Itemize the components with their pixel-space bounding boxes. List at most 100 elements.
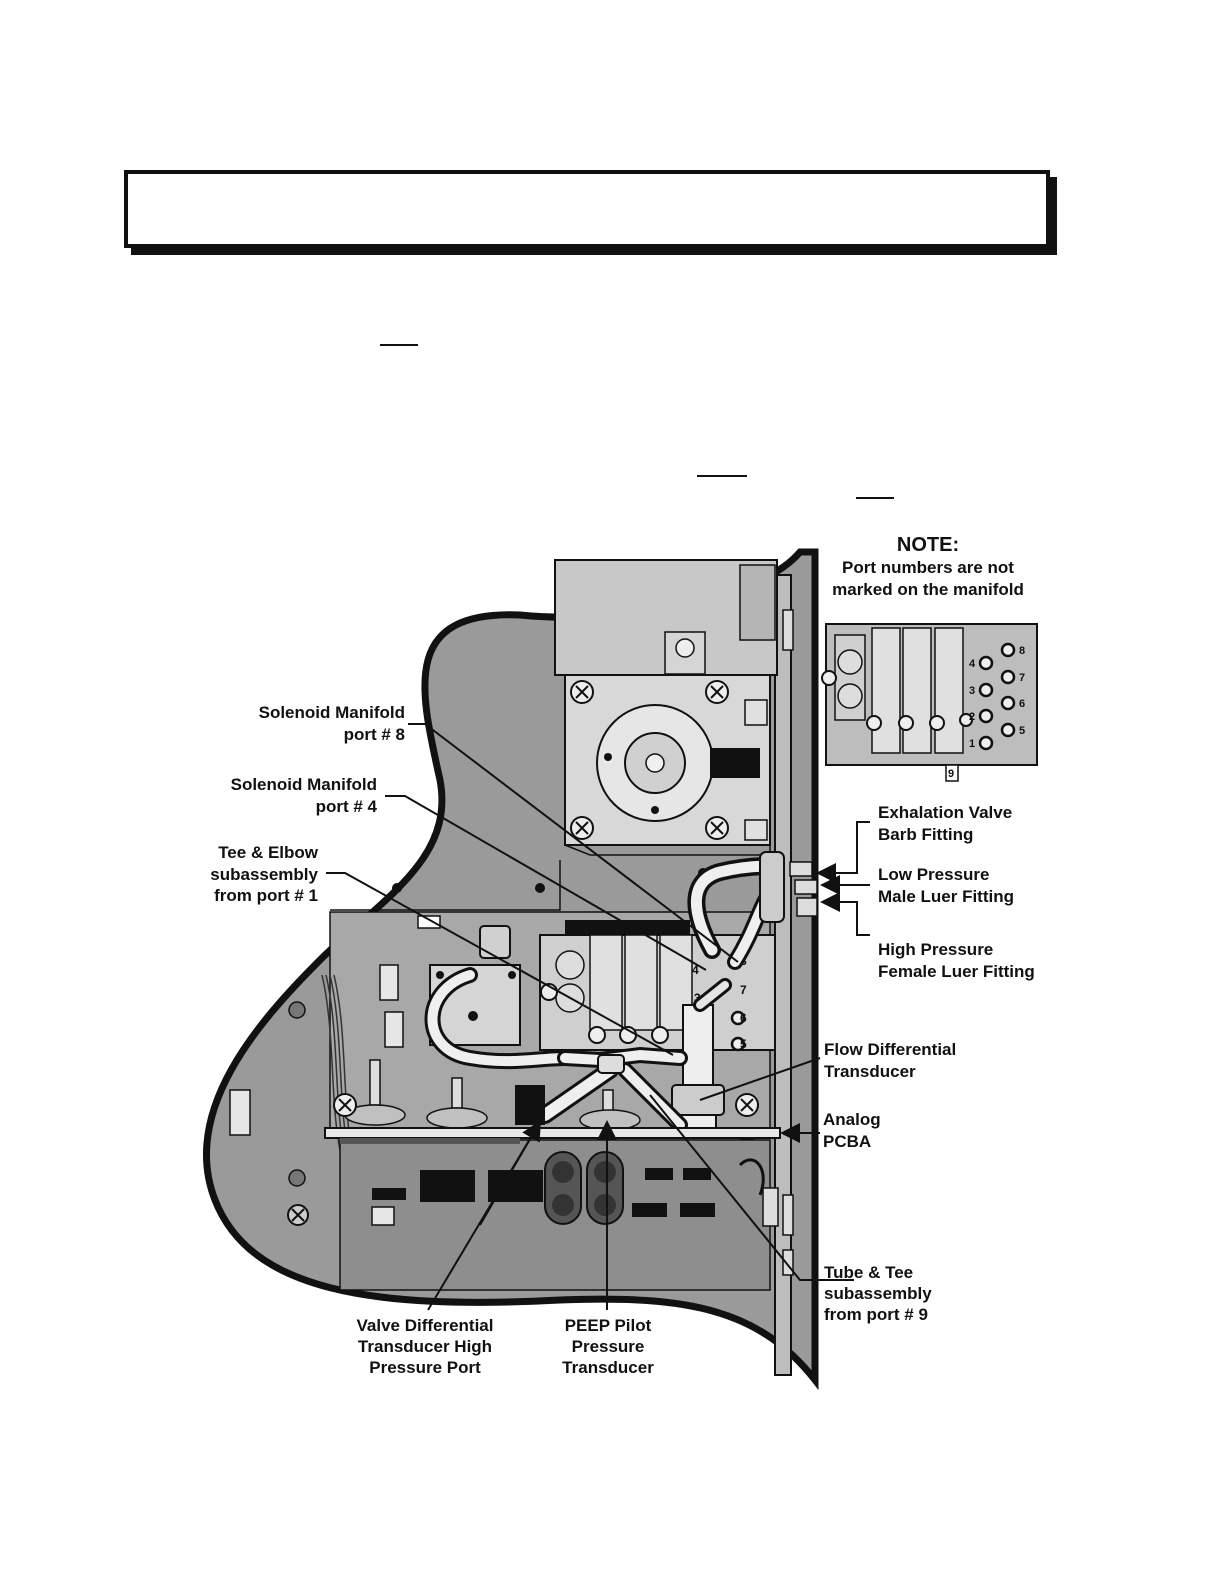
- mount-hole: [436, 971, 444, 979]
- standoff: [369, 1059, 381, 1106]
- label-high-pressure-line1: High Pressure: [878, 940, 993, 959]
- label-valve-diff-line1: Valve Differential: [356, 1316, 493, 1335]
- label-tee-elbow-line3: from port # 1: [214, 886, 318, 905]
- solenoid-coil: [624, 934, 658, 1031]
- screw-icon: [287, 1204, 309, 1226]
- mount-hole: [392, 883, 402, 893]
- relay-contact: [594, 1194, 616, 1216]
- relay-contact: [594, 1161, 616, 1183]
- inset-port-6: 6: [1019, 698, 1025, 710]
- chassis-bracket: [782, 609, 794, 651]
- label-flow-diff-line2: Transducer: [824, 1062, 916, 1081]
- underline-mark: [856, 497, 894, 499]
- label-solenoid-port8-line2: port # 8: [344, 725, 405, 744]
- ic-chip: [420, 1170, 475, 1202]
- luer-fitting: [794, 879, 818, 895]
- wall-fitting: [759, 851, 785, 923]
- label-analog-pcba-line1: Analog: [823, 1110, 881, 1129]
- flow-transducer-column: [682, 1004, 714, 1086]
- analog-pcba: [324, 1127, 781, 1139]
- label-tube-tee-line1: Tube & Tee: [824, 1263, 913, 1282]
- main-port-3: 3: [694, 991, 701, 1005]
- chassis-bracket: [782, 1194, 794, 1236]
- arrow-valve-differential: [479, 1120, 542, 1226]
- inset-port-3: 3: [969, 685, 975, 697]
- blower-black-block: [710, 748, 760, 778]
- blower-side-tab: [744, 819, 768, 841]
- label-low-pressure-line2: Male Luer Fitting: [878, 887, 1014, 906]
- inset-port-7: 7: [1019, 672, 1025, 684]
- manifold-port: [588, 1026, 606, 1044]
- solenoid-knob: [555, 950, 585, 980]
- relay-contact: [552, 1161, 574, 1183]
- main-port-6: 6: [740, 1011, 747, 1025]
- manifold-port: [730, 1010, 746, 1026]
- blower-dot: [604, 753, 612, 761]
- inset-port-8: 8: [1019, 645, 1025, 657]
- label-solenoid-port8-line1: Solenoid Manifold: [259, 703, 405, 722]
- screw-icon: [570, 680, 594, 704]
- label-peep-line1: PEEP Pilot: [565, 1316, 652, 1335]
- label-peep-line2: Pressure: [572, 1337, 645, 1356]
- label-solenoid-port4-line1: Solenoid Manifold: [231, 775, 377, 794]
- screw-icon: [333, 1093, 357, 1117]
- label-tube-tee-line2: subassembly: [824, 1284, 932, 1303]
- manifold-port: [730, 1036, 746, 1052]
- connector-strip: [340, 1138, 520, 1144]
- label-solenoid-port4-line2: port # 4: [316, 797, 378, 816]
- connector: [384, 1011, 404, 1048]
- inset-port-2: 2: [969, 711, 975, 723]
- ic-chip: [645, 1168, 673, 1180]
- relay-contact: [552, 1194, 574, 1216]
- label-tube-tee-line3: from port # 9: [824, 1305, 928, 1324]
- underline-mark: [697, 475, 747, 477]
- inset-port-4: 4: [969, 658, 976, 670]
- solenoid-manifold-top: [565, 920, 690, 935]
- ic-chip: [632, 1203, 667, 1217]
- screw-icon: [705, 816, 729, 840]
- bracket-tab: [762, 1187, 779, 1227]
- solenoid-coil: [589, 934, 623, 1031]
- transducer-base: [426, 1107, 488, 1129]
- manifold-port: [651, 1026, 669, 1044]
- capacitor: [479, 925, 511, 959]
- ic-chip: [372, 1188, 406, 1200]
- connector: [417, 915, 441, 929]
- label-valve-diff-line3: Pressure Port: [369, 1358, 481, 1377]
- label-low-pressure-line1: Low Pressure: [878, 865, 990, 884]
- chassis-bracket: [782, 1249, 794, 1276]
- connector: [379, 964, 399, 1001]
- screw-icon: [735, 1093, 759, 1117]
- cable: [738, 1158, 765, 1196]
- barb-fitting: [789, 861, 813, 877]
- luer-fitting: [796, 897, 818, 917]
- blower-dot: [651, 806, 659, 814]
- blower-plate-edge: [564, 844, 771, 856]
- blower-hub: [645, 753, 665, 773]
- elbow-fitting: [696, 981, 729, 1009]
- title-box: [124, 170, 1050, 248]
- tube-loop: [427, 970, 570, 1067]
- underline-mark: [380, 344, 418, 346]
- note-line-1: Port numbers are not: [842, 558, 1014, 577]
- note-line-2: marked on the manifold: [832, 580, 1024, 599]
- upper-bracket-tab: [739, 564, 776, 641]
- label-peep-line3: Transducer: [562, 1358, 654, 1377]
- label-tee-elbow-line1: Tee & Elbow: [218, 843, 319, 862]
- label-tee-elbow-line2: subassembly: [210, 865, 318, 884]
- ic-chip: [680, 1203, 715, 1217]
- label-exhalation-line1: Exhalation Valve: [878, 803, 1012, 822]
- main-port-5: 5: [740, 1037, 747, 1051]
- ic-chip: [683, 1168, 711, 1180]
- mount-hole: [288, 1169, 306, 1187]
- label-valve-diff-line2: Transducer High: [358, 1337, 492, 1356]
- transducer-black: [515, 1085, 545, 1125]
- inset-port-9: 9: [948, 768, 954, 780]
- inset-port-5: 5: [1019, 725, 1025, 737]
- label-exhalation-line2: Barb Fitting: [878, 825, 973, 844]
- mount-hole: [535, 883, 545, 893]
- standoff: [451, 1077, 463, 1109]
- manifold-inset: [821, 623, 1038, 782]
- main-port-7: 7: [740, 983, 747, 997]
